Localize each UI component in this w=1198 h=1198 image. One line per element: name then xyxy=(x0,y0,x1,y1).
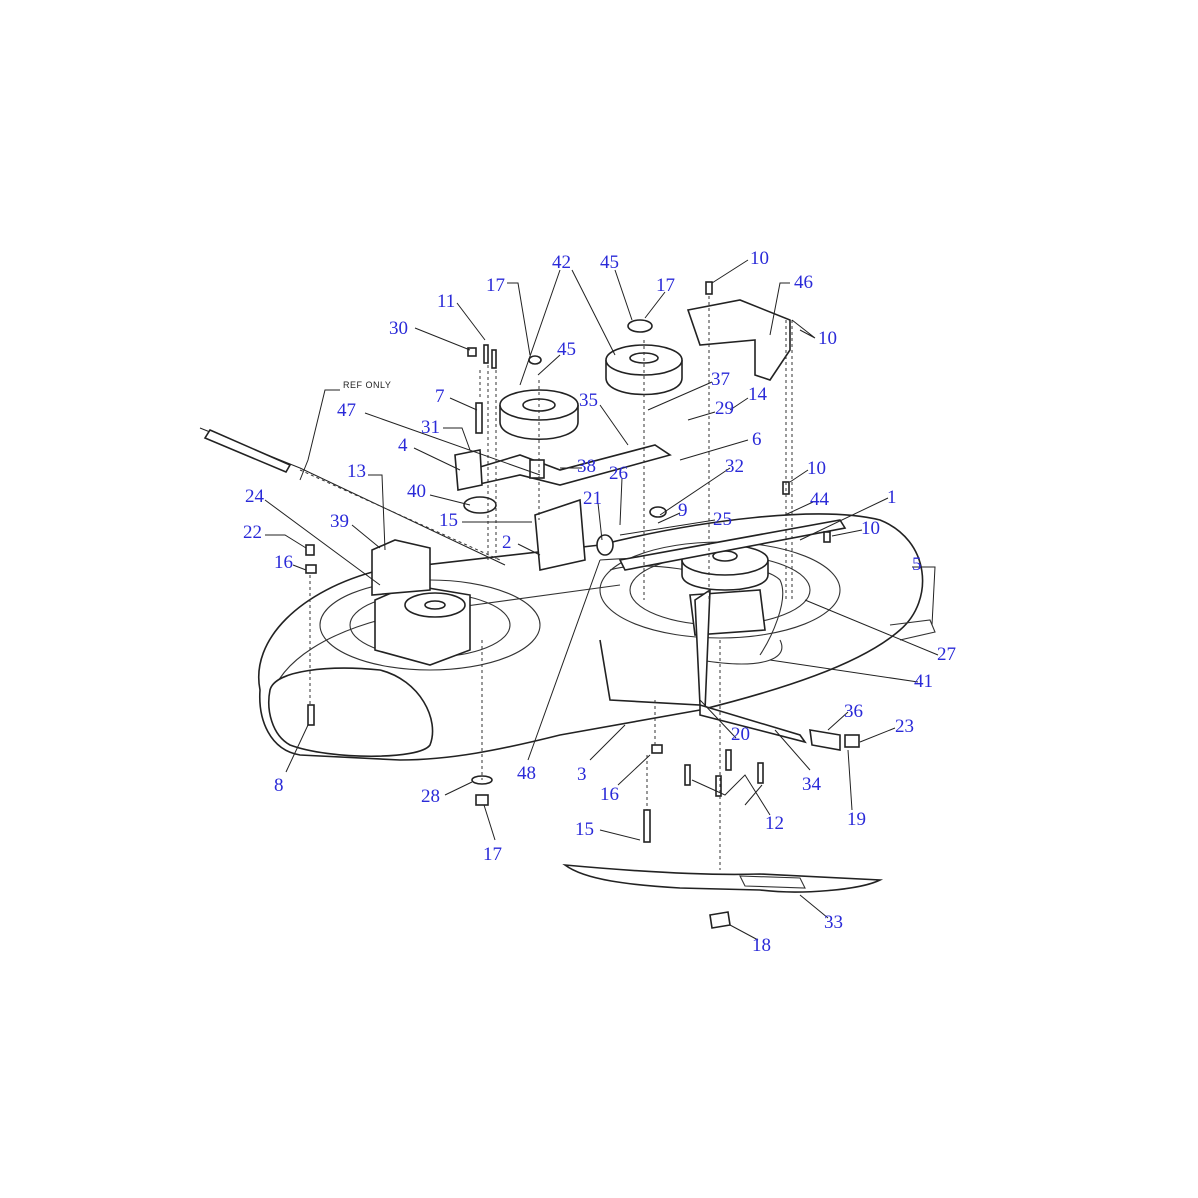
callout: 38 xyxy=(577,456,596,477)
callout: 45 xyxy=(600,252,619,273)
callout: 21 xyxy=(583,488,602,509)
front-link-rod xyxy=(699,703,807,744)
callout: 8 xyxy=(274,775,284,796)
callout: 10 xyxy=(818,328,837,349)
callout: 37 xyxy=(711,369,730,390)
callout: 25 xyxy=(713,509,732,530)
callout: 22 xyxy=(243,522,262,543)
callout: 10 xyxy=(750,248,769,269)
belt-cover-bracket xyxy=(686,299,791,381)
callout: 36 xyxy=(844,701,863,722)
callout: 41 xyxy=(914,671,933,692)
blade-nut xyxy=(709,911,731,929)
callout: 24 xyxy=(245,486,265,507)
callout: 15 xyxy=(575,819,594,840)
callout: 17 xyxy=(483,844,502,865)
callout: 10 xyxy=(807,458,826,479)
callout: 7 xyxy=(435,386,445,407)
callout: 48 xyxy=(517,763,536,784)
callout: 2 xyxy=(502,532,512,553)
callout: 14 xyxy=(748,384,768,405)
callout: 46 xyxy=(794,272,813,293)
idler-pulley-left xyxy=(499,389,579,441)
callout: 12 xyxy=(765,813,784,834)
callout: 30 xyxy=(389,318,408,339)
callout: 13 xyxy=(347,461,366,482)
callout: 17 xyxy=(656,275,675,296)
callout: 29 xyxy=(715,398,734,419)
ref-only-note: REF ONLY xyxy=(343,380,391,390)
callout: 40 xyxy=(407,481,426,502)
callout: 32 xyxy=(725,456,744,477)
cable-spring xyxy=(203,428,292,474)
callout: 47 xyxy=(337,400,356,421)
assembly-lines xyxy=(309,296,793,870)
callout: 39 xyxy=(330,511,349,532)
left-spindle-housing xyxy=(371,539,471,666)
callout: 35 xyxy=(579,390,598,411)
callout: 15 xyxy=(439,510,458,531)
callout: 26 xyxy=(609,463,628,484)
callout: 6 xyxy=(752,429,762,450)
callout: 3 xyxy=(577,764,587,785)
callout-labels: 42 45 17 10 46 10 17 11 30 45 37 14 29 3… xyxy=(243,248,956,956)
callout: 20 xyxy=(731,724,750,745)
callout: 4 xyxy=(398,435,408,456)
callout: 16 xyxy=(274,552,293,573)
mount-bracket xyxy=(534,498,586,571)
callout: 9 xyxy=(678,500,688,521)
callout: 18 xyxy=(752,935,771,956)
idler-bracket xyxy=(454,449,483,491)
callout: 34 xyxy=(802,774,822,795)
callout: 42 xyxy=(552,252,571,273)
callout: 31 xyxy=(421,417,440,438)
callout: 33 xyxy=(824,912,843,933)
callout: 10 xyxy=(861,518,880,539)
mower-blade xyxy=(562,863,884,893)
callout: 45 xyxy=(557,339,576,360)
callout: 16 xyxy=(600,784,619,805)
leader-lines xyxy=(264,259,939,941)
callout: 27 xyxy=(937,644,956,665)
mower-deck-shell xyxy=(257,513,936,761)
callout: 44 xyxy=(810,489,830,510)
callout: 19 xyxy=(847,809,866,830)
callout: 28 xyxy=(421,786,440,807)
callout: 11 xyxy=(437,291,455,312)
callout: 1 xyxy=(887,487,897,508)
callout: 23 xyxy=(895,716,914,737)
callout: 5 xyxy=(912,554,922,575)
callout: 17 xyxy=(486,275,505,296)
idler-arm xyxy=(468,444,672,486)
deck-lift-rod xyxy=(599,519,847,711)
